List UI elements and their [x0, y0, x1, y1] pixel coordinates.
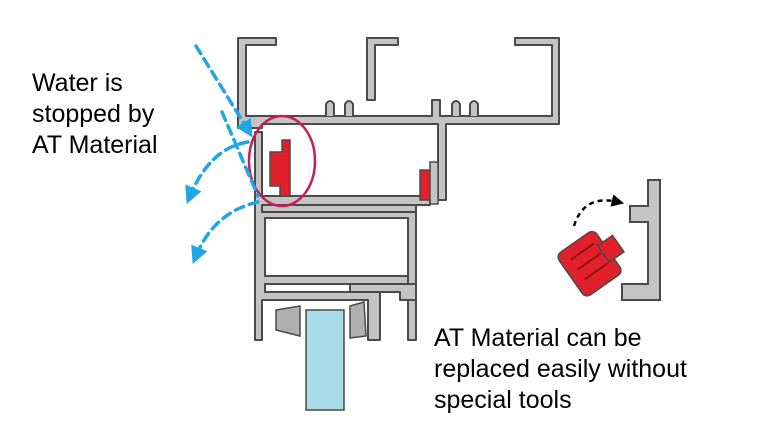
inset-bracket-profile [621, 179, 661, 301]
profile-clip-details [325, 100, 479, 116]
water-flow-arrows [185, 44, 260, 265]
water-arrow-middle [220, 110, 260, 198]
replacement-inset [557, 179, 661, 301]
caption-line: replaced easily without [434, 355, 687, 383]
water-arrow-deflect-1 [185, 140, 250, 205]
water-arrow-top [194, 44, 253, 138]
at-material-seal-left [269, 139, 291, 197]
highlight-ring [247, 114, 317, 208]
caption-line: AT Material [32, 131, 158, 159]
at-material-seal-right [419, 161, 439, 205]
glazing-gaskets [275, 301, 367, 339]
removal-hint-arrow [572, 194, 625, 227]
water-arrow-deflect-2 [191, 200, 260, 265]
water-stopped-caption: Water is stopped by AT Material [32, 68, 158, 161]
caption-line: stopped by [32, 100, 155, 128]
replacement-caption: AT Material can be replaced easily witho… [434, 323, 687, 416]
caption-line: AT Material can be [434, 324, 642, 352]
top-frame-profile [237, 37, 560, 201]
inset-red-seal [557, 230, 625, 297]
glass-pane [305, 309, 345, 411]
caption-line: special tools [434, 386, 572, 414]
caption-line: Water is [32, 69, 123, 97]
